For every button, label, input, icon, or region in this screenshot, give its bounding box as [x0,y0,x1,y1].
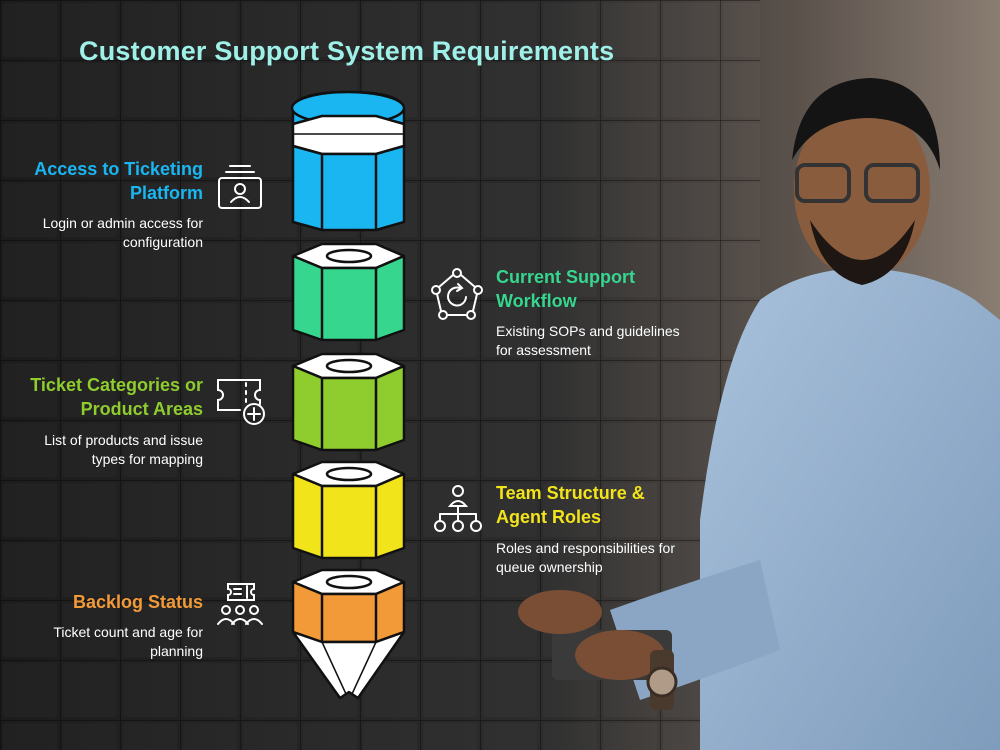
desc-line: queue ownership [496,558,736,577]
heading-line: Current Support [496,265,716,289]
desc-backlog-status: Ticket count and age for planning [0,623,203,661]
heading-backlog-status: Backlog Status [0,590,203,614]
desc-line: configuration [0,233,203,252]
heading-ticket-categories: Ticket Categories or Product Areas [0,373,203,421]
heading-support-workflow: Current Support Workflow [496,265,716,313]
segment-green [293,244,404,340]
desc-line: for assessment [496,341,736,360]
desc-ticket-categories: List of products and issue types for map… [0,431,203,469]
workflow-cycle-icon [430,268,484,322]
heading-team-structure: Team Structure & Agent Roles [496,481,716,529]
heading-line: Ticket Categories or [0,373,203,397]
desc-line: Existing SOPs and guidelines [496,322,736,341]
org-chart-icon [432,484,484,536]
segment-yellow [293,462,404,558]
heading-line: Agent Roles [496,505,716,529]
desc-team-structure: Roles and responsibilities for queue own… [496,539,736,577]
desc-line: Login or admin access for [0,214,203,233]
segment-orange-tip [293,570,404,698]
heading-line: Team Structure & [496,481,716,505]
desc-line: List of products and issue [0,431,203,450]
segment-blue [292,92,404,230]
desc-support-workflow: Existing SOPs and guidelines for assessm… [496,322,736,360]
desc-line: Roles and responsibilities for [496,539,736,558]
heading-line: Workflow [496,289,716,313]
id-card-icon [214,160,266,212]
ticket-people-icon [214,580,266,632]
heading-line: Product Areas [0,397,203,421]
ticket-add-icon [214,374,268,428]
desc-line: types for mapping [0,450,203,469]
heading-line: Platform [0,181,203,205]
desc-access-ticketing: Login or admin access for configuration [0,214,203,252]
heading-line: Backlog Status [0,590,203,614]
desc-line: planning [0,642,203,661]
heading-line: Access to Ticketing [0,157,203,181]
segment-lime [293,354,404,450]
desc-line: Ticket count and age for [0,623,203,642]
heading-access-ticketing: Access to Ticketing Platform [0,157,203,205]
